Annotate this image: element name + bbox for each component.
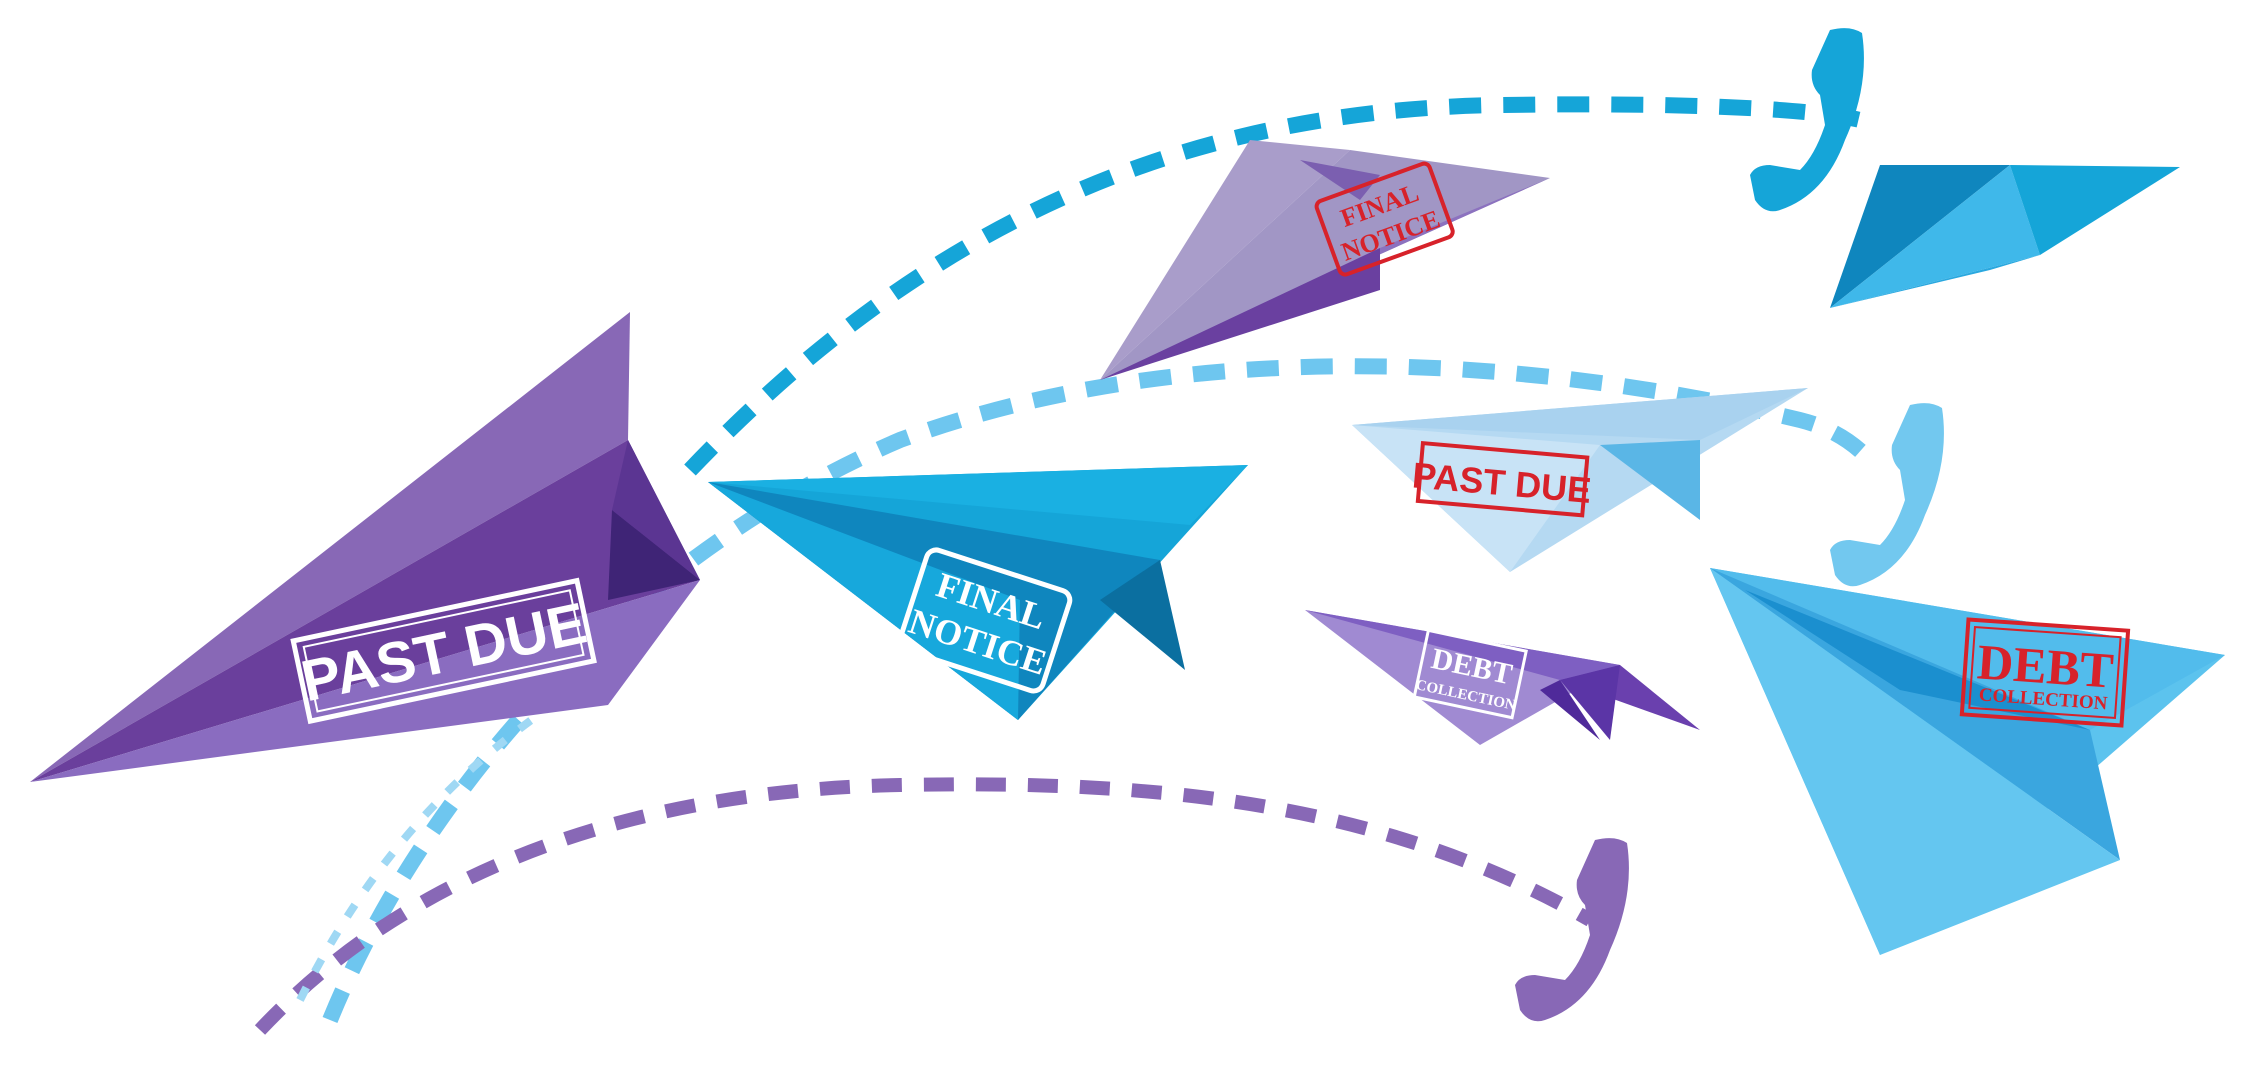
dashed-trail-top-blue bbox=[684, 96, 1862, 476]
dashed-trail-bottom-purple bbox=[254, 777, 1594, 1035]
paper-plane-large-blue: DEBT COLLECTION bbox=[1710, 568, 2225, 955]
dashed-trails bbox=[254, 96, 1876, 1035]
phone-icon bbox=[1750, 28, 1864, 212]
phone-icon bbox=[1515, 838, 1629, 1022]
dashed-trail-faint-left bbox=[296, 696, 563, 1002]
stamp-text-line1: DEBT bbox=[1976, 633, 2116, 698]
paper-plane-top-right-blue bbox=[1830, 165, 2180, 308]
paper-plane-large-purple: PAST DUE bbox=[30, 312, 700, 782]
paper-plane-top-purple: FINAL NOTICE bbox=[1100, 140, 1550, 380]
phone-icon bbox=[1830, 403, 1944, 587]
stamp-debt-collection-red: DEBT COLLECTION bbox=[1959, 617, 2131, 728]
paper-plane-pale-blue: PAST DUE bbox=[1352, 388, 1808, 572]
dashed-trail-middle-lightblue bbox=[322, 358, 1876, 1024]
paper-plane-small-purple: DEBT COLLECTION bbox=[1305, 610, 1700, 745]
paper-plane-center-blue: FINAL NOTICE bbox=[708, 465, 1248, 720]
